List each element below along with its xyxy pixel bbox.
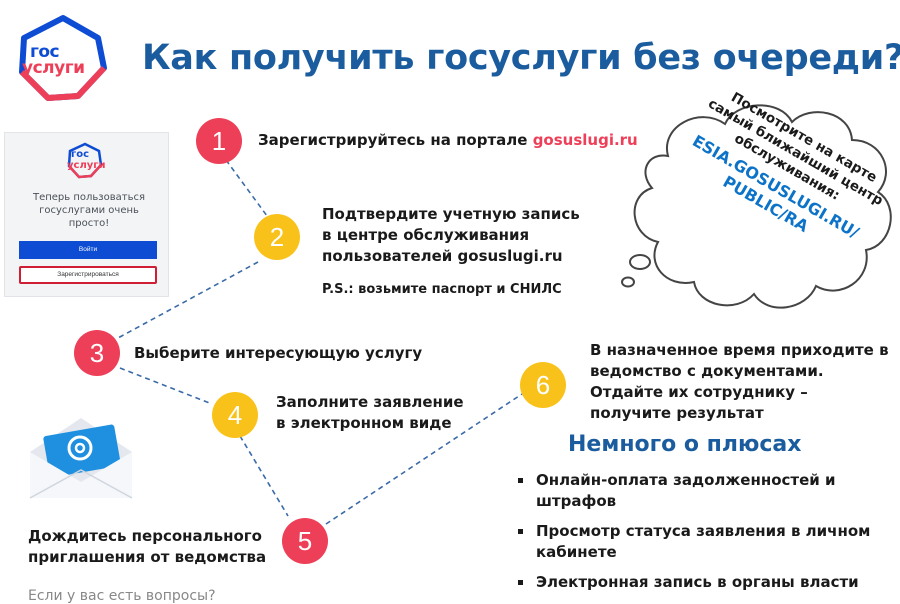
connector-5-6 <box>325 393 523 525</box>
gosuslugi-link[interactable]: gosuslugi.ru <box>532 131 638 149</box>
step-5-circle: 5 <box>282 518 328 564</box>
step-2-text: Подтвердите учетную запись в центре обсл… <box>322 205 580 265</box>
at-sign-icon <box>67 435 93 461</box>
footer-text: Если у вас есть вопросы? <box>28 588 216 604</box>
step-1-circle: 1 <box>196 118 242 164</box>
envelope-icon <box>29 418 133 499</box>
connector-2-3 <box>117 261 259 339</box>
step-1-label: Зарегистрируйтесь на портале <box>258 131 533 149</box>
logo-hexagon-icon <box>19 15 107 101</box>
benefits-list: Онлайн-оплата задолженностей и штрафов П… <box>518 470 898 602</box>
thought-cloud-icon <box>621 104 892 309</box>
page-title: Как получить госуслуги без очереди? <box>142 38 900 78</box>
logo-line1: гос <box>30 42 60 62</box>
step-5-text: Дождитесь персонального приглашения от в… <box>28 527 267 566</box>
step-1-text: Зарегистрируйтесь на портале gosuslugi.r… <box>258 130 638 151</box>
benefits-title: Немного о плюсах <box>568 432 802 457</box>
mockup-logo-icon <box>67 142 103 179</box>
register-button[interactable]: Зарегистрироваться <box>19 266 157 284</box>
mockup-text: Теперь пользоваться госуслугами очень пр… <box>32 192 145 229</box>
benefit-item: Просмотр статуса заявления в личном каби… <box>518 521 898 563</box>
step-2-circle: 2 <box>254 214 300 260</box>
connector-4-5 <box>239 435 289 517</box>
connector-1-2 <box>225 159 271 221</box>
step-2-note: P.S.: возьмите паспорт и СНИЛС <box>322 282 562 297</box>
login-button[interactable]: Войти <box>19 241 157 259</box>
step-6-circle: 6 <box>520 362 566 408</box>
step-3-text: Выберите интересующую услугу <box>134 344 423 362</box>
benefit-item: Онлайн-оплата задолженностей и штрафов <box>518 470 898 512</box>
benefit-item: Электронная запись в органы власти <box>518 572 898 593</box>
mockup-logo-line2: услуги <box>67 160 106 171</box>
gosuslugi-logo: гос услуги <box>8 8 118 108</box>
step-4-text: Заполните заявление в электронном виде <box>276 393 464 432</box>
step-6-text: В назначенное время приходите в ведомств… <box>590 341 889 422</box>
portal-mockup: гос услуги Теперь пользоваться госуслуга… <box>4 132 169 297</box>
connector-3-4 <box>119 367 213 405</box>
step-4-circle: 4 <box>212 392 258 438</box>
step-3-circle: 3 <box>74 330 120 376</box>
logo-line2: услуги <box>22 58 85 78</box>
mockup-logo-line1: гос <box>71 149 90 160</box>
